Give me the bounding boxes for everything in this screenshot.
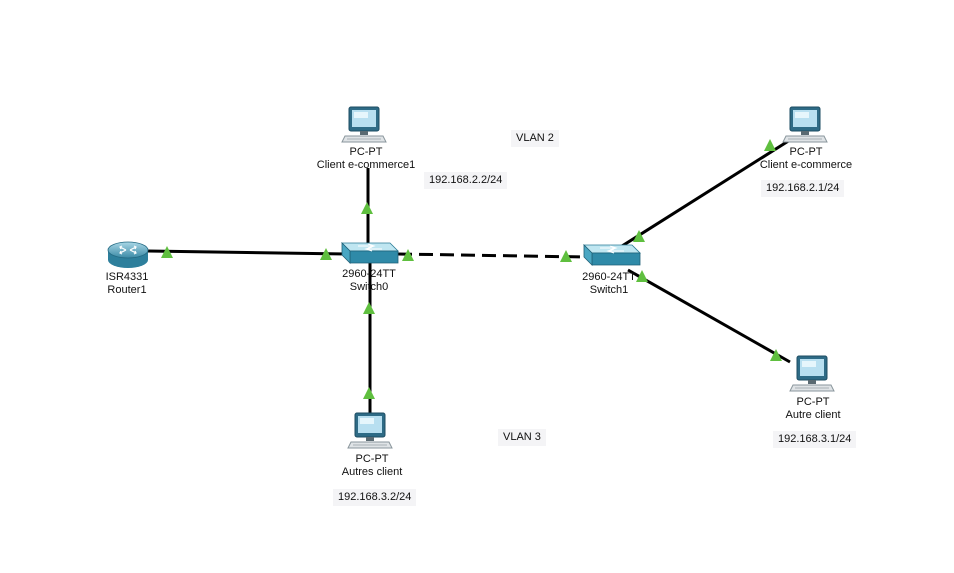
pc-autres-client-label: PC-PT Autres client (342, 453, 403, 479)
device-model: PC-PT (789, 146, 823, 158)
device-model: PC-PT (349, 146, 383, 158)
port-up-indicator (633, 230, 645, 242)
port-up-indicator (636, 270, 648, 282)
device-name: Switch0 (349, 281, 389, 293)
ip-note-autres-client[interactable]: 192.168.3.2/24 (333, 489, 417, 506)
link-switch0-switch1[interactable] (397, 252, 587, 259)
pc-icon[interactable] (782, 106, 828, 143)
vlan2-note[interactable]: VLAN 2 (511, 130, 559, 147)
port-up-indicator (770, 349, 782, 361)
pc-client-ecommerce-label: PC-PT Client e-commerce (760, 146, 852, 172)
ip-note-ecommerce1[interactable]: 192.168.2.2/24 (424, 172, 508, 189)
switch-icon[interactable] (341, 242, 399, 264)
switch1-label: 2960-24TT Switch1 (582, 271, 636, 297)
port-up-indicator (764, 139, 776, 151)
pc-icon[interactable] (789, 355, 835, 392)
port-up-indicator (363, 302, 375, 314)
port-up-indicator (363, 387, 375, 399)
pc-icon[interactable] (341, 106, 387, 143)
device-model: PC-PT (796, 396, 830, 408)
device-model: 2960-24TT (342, 268, 396, 280)
links (147, 138, 791, 413)
port-up-indicator (161, 246, 173, 258)
device-name: Autre client (785, 409, 841, 421)
pc-icon[interactable] (347, 412, 393, 449)
router1-label: ISR4331 Router1 (106, 271, 149, 297)
device-model: ISR4331 (105, 271, 149, 283)
device-name: Switch1 (589, 284, 629, 296)
port-up-indicator (402, 249, 414, 261)
ip-note-ecommerce[interactable]: 192.168.2.1/24 (761, 180, 845, 197)
device-name: Router1 (107, 284, 147, 296)
switch-icon[interactable] (583, 244, 641, 266)
device-name: Client e-commerce (759, 159, 853, 171)
pc-client-ecommerce1-label: PC-PT Client e-commerce1 (317, 146, 415, 172)
link-router1-switch0[interactable] (147, 249, 347, 256)
switch0-label: 2960-24TT Switch0 (342, 268, 396, 294)
ip-note-autre-client[interactable]: 192.168.3.1/24 (773, 431, 857, 448)
link-switch1-client-ecommerce[interactable] (621, 138, 791, 248)
device-model: PC-PT (355, 453, 389, 465)
device-name: Autres client (341, 466, 403, 478)
port-up-indicator (361, 202, 373, 214)
port-up-indicator (320, 248, 332, 260)
pc-autre-client-label: PC-PT Autre client (785, 396, 840, 422)
port-up-indicator (560, 250, 572, 262)
port-indicators (161, 139, 782, 399)
device-name: Client e-commerce1 (316, 159, 416, 171)
vlan3-note[interactable]: VLAN 3 (498, 429, 546, 446)
router-icon[interactable] (107, 241, 149, 269)
device-model: 2960-24TT (582, 271, 636, 283)
link-switch1-autre-client[interactable] (627, 268, 791, 364)
